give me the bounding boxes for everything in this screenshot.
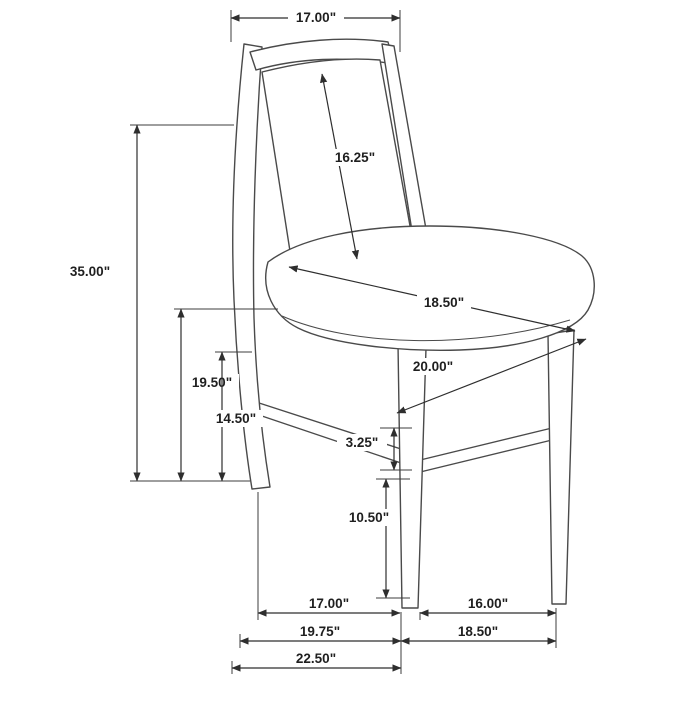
dim-overall-height: 35.00" bbox=[70, 124, 250, 482]
side-stretcher bbox=[255, 401, 405, 465]
dim-label-seat-width-diagonal: 18.50" bbox=[424, 295, 464, 310]
dim-label-overall-height: 35.00" bbox=[70, 264, 110, 279]
front-left-leg bbox=[397, 343, 427, 609]
front-stretcher bbox=[411, 427, 553, 475]
dim-stretcher-height: 14.50" bbox=[209, 351, 263, 482]
dim-label-overall-depth: 22.50" bbox=[296, 651, 336, 666]
dim-label-base-depth: 19.75" bbox=[300, 624, 340, 639]
dim-stretcher-thickness: 3.25" bbox=[337, 427, 412, 471]
dim-leg-lower-height: 10.50" bbox=[342, 478, 410, 599]
dim-front-legs-width: 16.00" bbox=[419, 596, 557, 617]
seat-cushion bbox=[265, 225, 595, 351]
label-bg bbox=[406, 358, 460, 375]
dim-label-seat-back-height: 19.50" bbox=[192, 375, 232, 390]
front-right-leg bbox=[547, 329, 575, 605]
dim-back-top-width: 17.00" bbox=[230, 9, 401, 52]
dim-label-leg-lower-height: 10.50" bbox=[349, 510, 389, 525]
label-bg bbox=[417, 294, 471, 311]
dim-legs-inner-depth: 17.00" bbox=[257, 596, 401, 617]
dim-label-front-legs-width: 16.00" bbox=[468, 596, 508, 611]
dim-base-depth: 19.75" bbox=[239, 624, 402, 645]
dim-overall-depth: 22.50" bbox=[231, 651, 402, 672]
dimension-line bbox=[396, 338, 587, 414]
dim-label-stretcher-thickness: 3.25" bbox=[346, 435, 379, 450]
label-bg bbox=[288, 9, 344, 26]
label-bg bbox=[342, 509, 396, 526]
label-bg bbox=[337, 434, 387, 451]
dimension-line bbox=[320, 73, 359, 260]
dim-seat-width-diagonal: 18.50" bbox=[288, 265, 576, 333]
label-bg bbox=[328, 149, 382, 166]
dim-seat-depth-diagonal: 20.00" bbox=[396, 338, 587, 414]
dim-back-panel-diagonal: 16.25" bbox=[320, 73, 382, 260]
chair-illustration bbox=[232, 38, 595, 609]
dim-label-base-front-width: 18.50" bbox=[458, 624, 498, 639]
dim-label-legs-inner-depth: 17.00" bbox=[309, 596, 349, 611]
dim-label-back-top-width: 17.00" bbox=[296, 10, 336, 25]
dim-label-seat-depth-diagonal: 20.00" bbox=[413, 359, 453, 374]
label-bg bbox=[209, 410, 263, 427]
dim-label-back-panel-diagonal: 16.25" bbox=[335, 150, 375, 165]
dim-base-front-width: 18.50" bbox=[400, 624, 557, 645]
back-post-leg bbox=[232, 43, 271, 490]
dim-label-stretcher-height: 14.50" bbox=[216, 411, 256, 426]
